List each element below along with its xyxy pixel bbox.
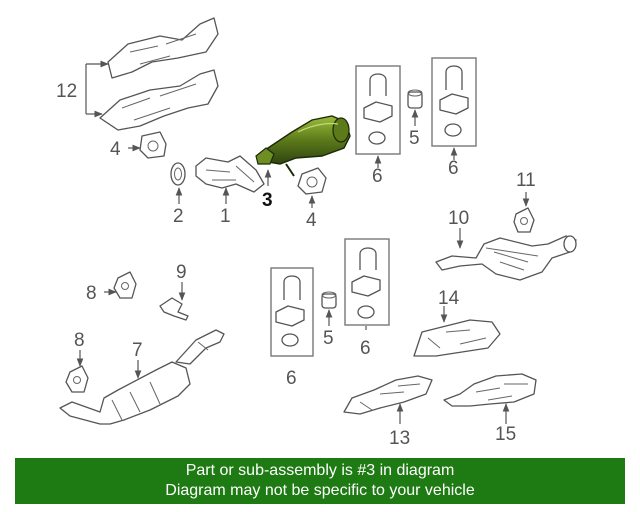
- part-5-bushing-lower[interactable]: [321, 291, 337, 309]
- callout-5-lower: 5: [323, 328, 334, 349]
- callout-6-lower-right: 6: [360, 338, 371, 359]
- part-11-hanger-bracket[interactable]: [513, 207, 535, 233]
- banner-line-disclaimer: Diagram may not be specific to your vehi…: [165, 482, 475, 499]
- part-8-isolator-lower[interactable]: [65, 365, 89, 393]
- callout-15: 15: [495, 424, 516, 445]
- part-12-heat-shield-lower[interactable]: [99, 69, 219, 131]
- callout-6-upper-left: 6: [372, 166, 383, 187]
- callout-7: 7: [132, 340, 143, 361]
- callout-4-upper: 4: [110, 139, 121, 160]
- part-5-bushing-upper[interactable]: [407, 89, 423, 109]
- part-14-heat-shield[interactable]: [413, 319, 501, 357]
- callout-4-lower: 4: [306, 210, 317, 231]
- callout-2: 2: [173, 206, 184, 227]
- callout-14: 14: [438, 288, 460, 309]
- callout-10: 10: [448, 208, 469, 229]
- callout-3: 3: [262, 190, 273, 211]
- banner-line-part-number: Part or sub-assembly is #3 in diagram: [185, 462, 455, 479]
- leader-12: [85, 60, 109, 118]
- part-6-clamp-kit-lower-left[interactable]: [270, 267, 314, 357]
- part-4-isolator-upper[interactable]: [139, 131, 167, 159]
- callout-1: 1: [220, 206, 231, 227]
- part-13-heat-shield[interactable]: [343, 375, 433, 415]
- part-10-rear-muffler[interactable]: [435, 235, 577, 281]
- callout-13: 13: [389, 428, 410, 449]
- callout-8-upper: 8: [86, 283, 97, 304]
- part-15-heat-shield[interactable]: [443, 373, 537, 407]
- callout-6-upper-right: 6: [448, 158, 459, 179]
- part-6-clamp-kit-upper-left[interactable]: [355, 65, 401, 155]
- part-8-isolator-upper[interactable]: [113, 271, 137, 299]
- callout-8-lower: 8: [74, 330, 85, 351]
- callout-9: 9: [176, 262, 187, 283]
- info-banner: Part or sub-assembly is #3 in diagram Di…: [15, 458, 625, 504]
- part-3-catalytic-converter[interactable]: [255, 115, 351, 177]
- part-4-isolator-lower[interactable]: [297, 167, 327, 195]
- exploded-parts-diagram: 12 4 2 1 3 4 6: [56, 17, 577, 449]
- part-7-muffler-assembly[interactable]: [59, 329, 225, 425]
- part-1-exhaust-manifold[interactable]: [195, 155, 265, 193]
- part-2-gasket[interactable]: [170, 162, 186, 186]
- callout-6-lower-left: 6: [286, 368, 297, 389]
- callout-12: 12: [56, 81, 77, 102]
- callout-11: 11: [516, 170, 536, 191]
- part-6-clamp-kit-lower-right[interactable]: [344, 238, 390, 326]
- callout-5-upper: 5: [409, 128, 420, 149]
- part-9-hanger-rod[interactable]: [159, 297, 189, 321]
- part-12-heat-shield-upper[interactable]: [107, 17, 219, 79]
- part-6-clamp-kit-upper-right[interactable]: [431, 57, 477, 147]
